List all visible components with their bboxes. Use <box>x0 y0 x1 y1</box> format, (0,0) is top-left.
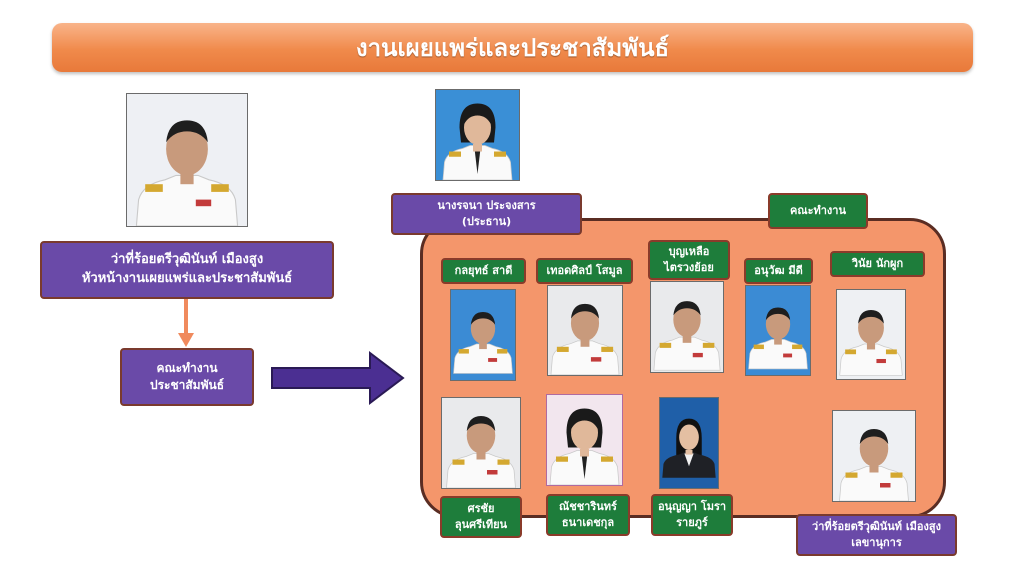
right-arrow-icon <box>271 350 405 406</box>
member-label-4: อนุวัฒ มีดี <box>744 258 813 284</box>
member-label-6-line1: ศรชัย <box>467 502 495 516</box>
member-label-3-line2: ไตรวงย้อย <box>664 261 714 274</box>
member-label-2: เทอดศิลป์ โสมูล <box>536 258 633 284</box>
member-label-8-line2: รายภูร์ <box>676 516 708 529</box>
person-icon <box>837 290 905 379</box>
chair-photo <box>435 89 520 181</box>
head-label-box: ว่าที่ร้อยตรีวุฒินันท์ เมืองสูง หัวหน้าง… <box>40 241 334 299</box>
secretary-name: ว่าที่ร้อยตรีวุฒินันท์ เมืองสูง <box>812 520 941 534</box>
person-icon <box>833 411 915 501</box>
head-photo <box>126 93 248 227</box>
member-photo-5 <box>836 289 906 380</box>
secretary-label-box: ว่าที่ร้อยตรีวุฒินันท์ เมืองสูง เลขานุกา… <box>796 514 957 556</box>
chair-label-box: นางรจนา ประจงสาร (ประธาน) <box>391 193 582 235</box>
person-icon <box>451 290 515 380</box>
head-name: ว่าที่ร้อยตรีวุฒินันท์ เมืองสูง <box>110 252 264 268</box>
person-icon <box>651 282 723 372</box>
person-icon <box>548 286 622 375</box>
member-label-5: วินัย นักผูก <box>830 251 925 277</box>
member-label-7: ณัชชารินทร์ ธนาเดชกุล <box>546 494 630 536</box>
member-label-3-line1: บุญเหลือ <box>668 245 710 259</box>
team-label-box: คณะทำงาน <box>768 193 868 229</box>
member-photo-6 <box>441 397 521 489</box>
person-icon <box>660 398 718 488</box>
member-label-3: บุญเหลือ ไตรวงย้อย <box>648 240 730 280</box>
member-photo-4 <box>745 285 811 376</box>
committee-line1: คณะทำงาน <box>156 360 218 375</box>
head-position: หัวหน้างานเผยแพร่และประชาสัมพันธ์ <box>81 271 293 286</box>
person-icon <box>547 395 622 485</box>
member-photo-8 <box>659 397 719 489</box>
secretary-photo <box>832 410 916 502</box>
member-label-8: อนุญญา โมรา รายภูร์ <box>651 494 733 536</box>
member-photo-1 <box>450 289 516 381</box>
banner-title: งานเผยแพร่และประชาสัมพันธ์ <box>52 23 973 72</box>
secretary-role: เลขานุการ <box>851 536 902 549</box>
member-label-7-line2: ธนาเดชกุล <box>561 516 615 529</box>
chair-role: (ประธาน) <box>461 215 512 228</box>
person-icon <box>746 286 810 375</box>
committee-line2: ประชาสัมพันธ์ <box>149 378 225 392</box>
member-label-1: กลยุทธ์ สาดี <box>441 258 526 284</box>
chair-name: นางรจนา ประจงสาร <box>437 199 536 213</box>
member-photo-2 <box>547 285 623 376</box>
person-icon <box>127 94 247 226</box>
member-photo-7 <box>546 394 623 486</box>
member-label-6-line2: ลุนศรีเทียน <box>454 518 508 531</box>
member-label-6: ศรชัย ลุนศรีเทียน <box>440 496 522 538</box>
member-label-7-line1: ณัชชารินทร์ <box>559 500 617 514</box>
committee-box: คณะทำงาน ประชาสัมพันธ์ <box>120 348 254 406</box>
person-icon <box>436 90 519 180</box>
member-photo-3 <box>650 281 724 373</box>
connector-down-arrow <box>178 299 194 347</box>
member-label-8-line1: อนุญญา โมรา <box>657 500 727 514</box>
person-icon <box>442 398 520 488</box>
